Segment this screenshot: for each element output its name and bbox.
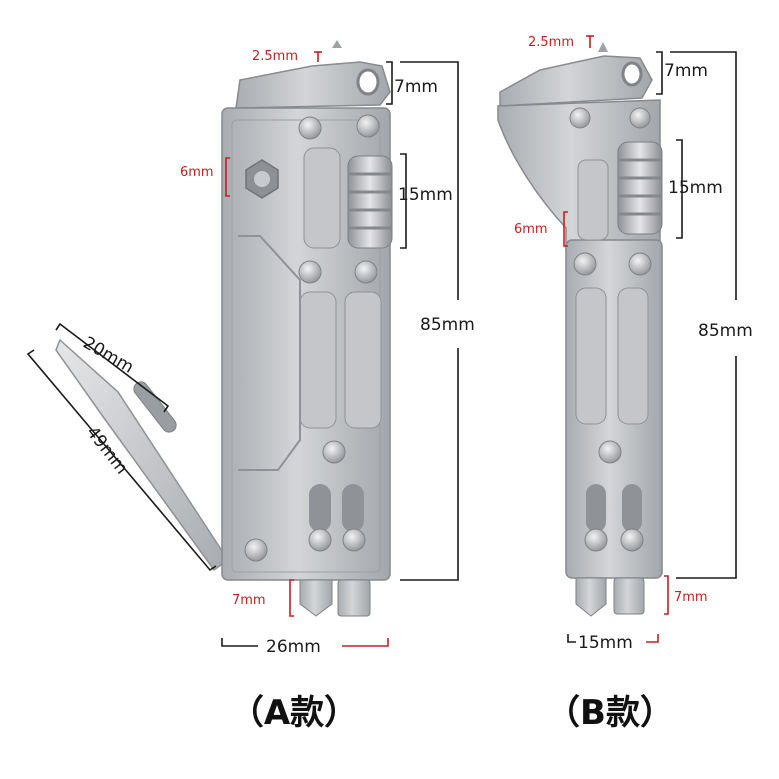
dim-a-hex: 6mm [180,165,214,180]
dim-a-width: 26mm [266,637,321,657]
dim-a-ring: 7mm [394,77,438,97]
screwdriver-bits [299,579,371,617]
dim-b-bit: 7mm [674,590,708,605]
dim-a-wheel: 15mm [398,185,453,205]
top-cap [499,42,653,107]
dim-b-jaw: 6mm [514,222,548,237]
dimension-lines-a [26,51,459,647]
screwdriver-bits [575,577,645,617]
caption-variant-b: （B款） [546,693,674,733]
dimension-lines-b [563,35,737,643]
blade [55,338,230,572]
dim-b-tip: 2.5mm [528,35,574,50]
dim-b-width: 15mm [578,633,633,653]
knurled-wheel [347,155,393,249]
dim-a-length: 85mm [420,315,475,335]
dim-b-ring: 7mm [664,61,708,81]
knurled-wheel [617,141,663,235]
screws [569,107,652,464]
dim-b-wheel: 15mm [668,178,723,198]
dim-a-bit: 7mm [232,593,266,608]
screws [244,114,380,562]
caption-variant-a: （A款） [230,693,358,733]
top-cap [235,40,391,109]
dim-a-tip: 2.5mm [252,49,298,64]
dim-b-length: 85mm [698,321,753,341]
variant-a-tool [55,40,393,617]
variant-b-tool [497,42,663,617]
